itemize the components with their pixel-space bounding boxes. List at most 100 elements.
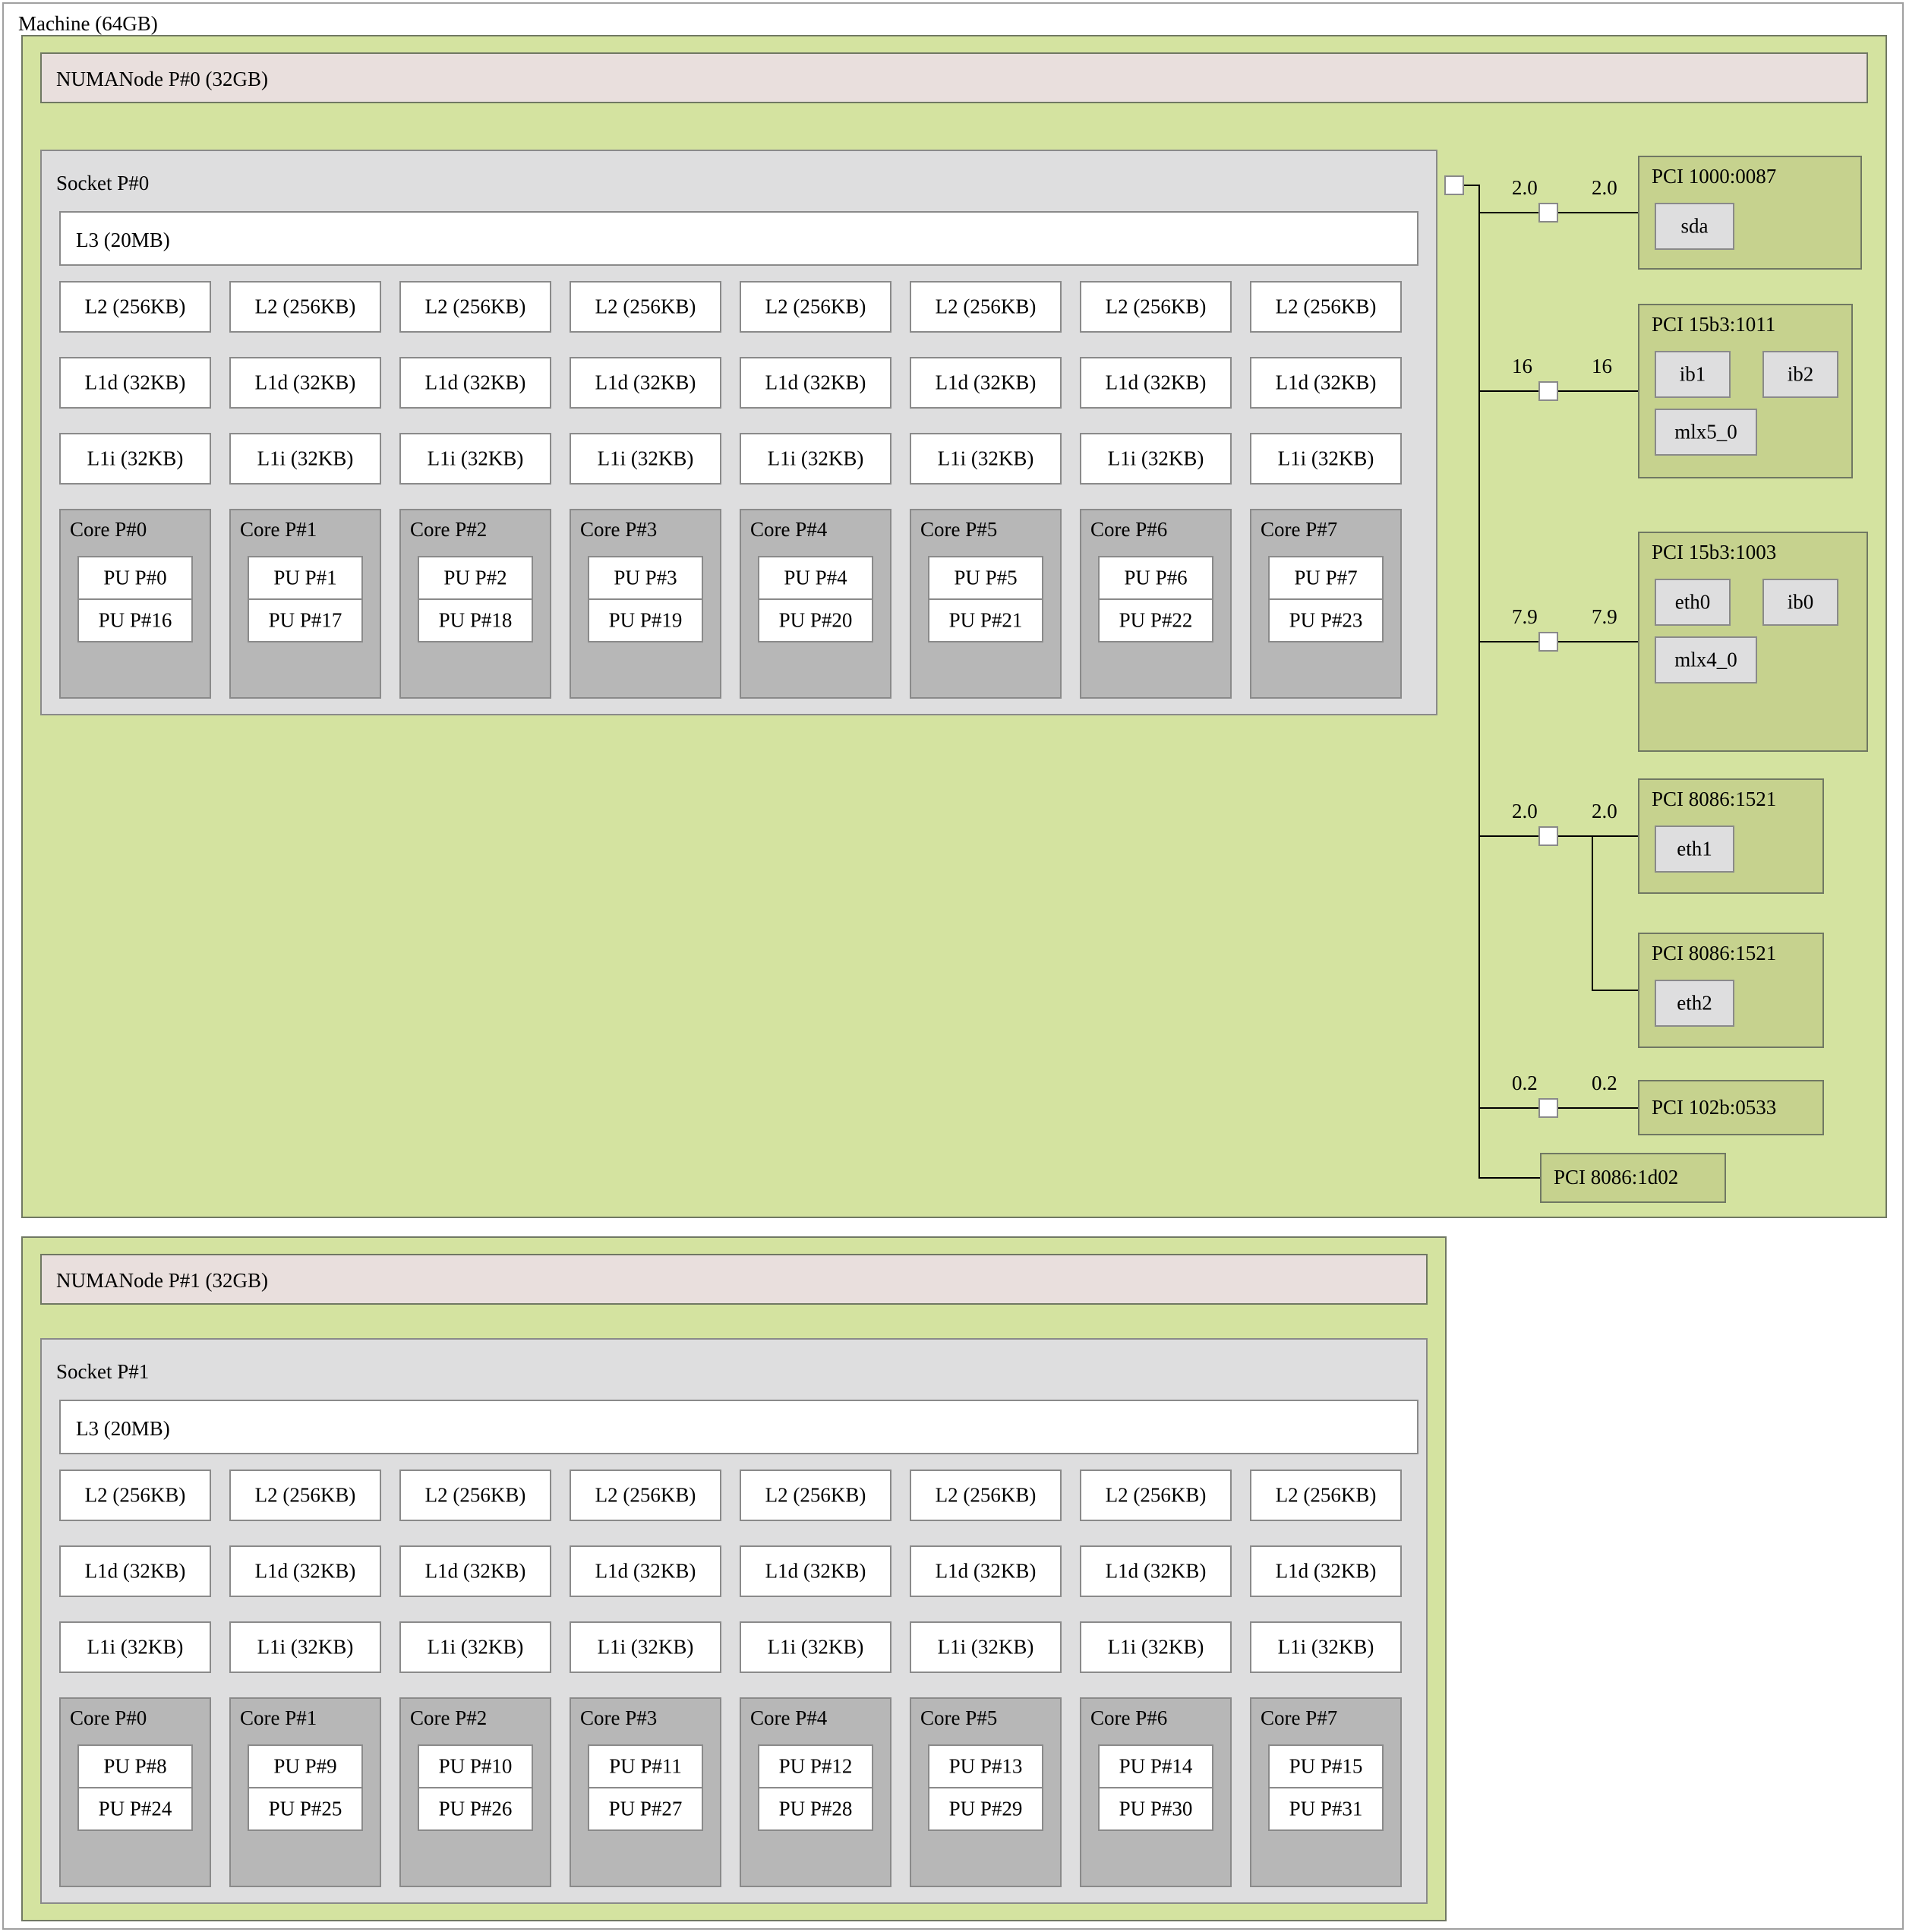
io-link-line: [1592, 835, 1638, 837]
l1d-cache-label: L1d (32KB): [935, 371, 1037, 394]
l2-cache: [59, 1470, 211, 1521]
pu-label: PU P#27: [608, 1797, 683, 1820]
io-link-line: [1558, 1106, 1638, 1109]
l2-cache-label: L2 (256KB): [254, 295, 356, 318]
core-label: Core P#1: [240, 1706, 317, 1729]
l2-cache: [1080, 281, 1232, 333]
pu-label: PU P#1: [273, 566, 337, 589]
l2-cache-label: L2 (256KB): [595, 1483, 696, 1507]
pci-device-label: PCI 102b:0533: [1652, 1095, 1777, 1119]
io-speed-right: 0.2: [1592, 1071, 1617, 1094]
core-label: Core P#0: [70, 1706, 147, 1729]
pu-box: [928, 1787, 1043, 1831]
l1i-cache: [570, 1621, 721, 1673]
os-device-label: ib1: [1679, 362, 1706, 386]
numanode-1: [40, 1254, 1428, 1305]
l1d-cache: [59, 1545, 211, 1597]
l1i-cache: [1080, 1621, 1232, 1673]
l1i-cache: [229, 1621, 381, 1673]
os-device-label: eth0: [1674, 590, 1711, 614]
pci-device-box: [1540, 1153, 1726, 1203]
l1d-cache-label: L1d (32KB): [1275, 1559, 1377, 1583]
io-link-line: [1558, 390, 1638, 392]
l1d-cache: [570, 357, 721, 409]
io-link-line: [1478, 835, 1538, 837]
core-label: Core P#1: [240, 518, 317, 541]
socket-0-label: Socket P#0: [56, 172, 150, 194]
pu-label: PU P#22: [1119, 608, 1193, 632]
l2-cache-label: L2 (256KB): [84, 1483, 186, 1507]
l3-cache-0-label: L3 (20MB): [76, 229, 170, 251]
pu-box: [588, 556, 703, 600]
l2-cache: [229, 281, 381, 333]
core-label: Core P#7: [1261, 518, 1338, 541]
numanode-0-label: NUMANode P#0 (32GB): [56, 68, 268, 90]
pu-box: [77, 598, 193, 642]
l1d-cache: [229, 357, 381, 409]
io-link-line: [1558, 212, 1638, 213]
l1d-cache-label: L1d (32KB): [1275, 371, 1377, 394]
l1i-cache-label: L1i (32KB): [427, 447, 524, 470]
core-label: Core P#3: [580, 1706, 658, 1729]
pu-box: [77, 1744, 193, 1788]
core-label: Core P#5: [920, 1706, 998, 1729]
io-speed-right: 2.0: [1592, 800, 1617, 822]
pu-label: PU P#3: [614, 566, 677, 589]
l1d-cache-label: L1d (32KB): [595, 1559, 696, 1583]
core-label: Core P#6: [1090, 1706, 1168, 1729]
pu-box: [248, 598, 363, 642]
host-bridge-square: [1444, 175, 1464, 195]
l2-cache: [740, 1470, 891, 1521]
os-device-box: [1655, 203, 1734, 250]
pci-bridge-square: [1538, 1097, 1558, 1118]
l2-cache-label: L2 (256KB): [1275, 1483, 1377, 1507]
pu-label: PU P#21: [948, 608, 1023, 632]
pu-label: PU P#14: [1119, 1754, 1193, 1778]
l1d-cache-label: L1d (32KB): [935, 1559, 1037, 1583]
l1i-cache: [570, 433, 721, 485]
l1d-cache: [229, 1545, 381, 1597]
l1i-cache-label: L1i (32KB): [257, 447, 354, 470]
io-speed-left: 2.0: [1512, 176, 1538, 199]
l1d-cache-label: L1d (32KB): [84, 1559, 186, 1583]
pci-bridge-square: [1538, 203, 1558, 223]
l2-cache: [740, 281, 891, 333]
l1i-cache-label: L1i (32KB): [1107, 447, 1204, 470]
pci-device-label: PCI 15b3:1003: [1652, 541, 1777, 564]
l1d-cache: [399, 357, 551, 409]
pu-box: [1268, 598, 1384, 642]
machine-label: Machine (64GB): [18, 12, 158, 35]
pu-label: PU P#15: [1289, 1754, 1363, 1778]
pu-label: PU P#6: [1124, 566, 1188, 589]
pu-box: [588, 598, 703, 642]
l1d-cache: [1080, 1545, 1232, 1597]
l2-cache: [910, 1470, 1062, 1521]
l2-cache-label: L2 (256KB): [254, 1483, 356, 1507]
l1i-cache: [229, 433, 381, 485]
l2-cache-label: L2 (256KB): [1105, 1483, 1207, 1507]
pu-box: [77, 1787, 193, 1831]
l3-cache-1: [59, 1400, 1418, 1454]
l2-cache-label: L2 (256KB): [765, 1483, 866, 1507]
l2-cache-label: L2 (256KB): [935, 1483, 1037, 1507]
core-label: Core P#7: [1261, 1706, 1338, 1729]
io-link-line: [1464, 185, 1480, 186]
l1i-cache-label: L1i (32KB): [1277, 447, 1374, 470]
os-device-label: eth1: [1677, 837, 1712, 860]
l2-cache-label: L2 (256KB): [84, 295, 186, 318]
l1d-cache-label: L1d (32KB): [1105, 371, 1207, 394]
l2-cache-label: L2 (256KB): [424, 1483, 526, 1507]
io-link-line: [1478, 212, 1538, 213]
pci-bridge-square: [1538, 381, 1558, 401]
io-speed-left: 16: [1512, 355, 1532, 377]
l2-cache: [399, 281, 551, 333]
pu-label: PU P#13: [948, 1754, 1023, 1778]
pu-label: PU P#25: [268, 1797, 342, 1820]
os-device-box: [1655, 826, 1734, 873]
pu-box: [248, 1787, 363, 1831]
pu-box: [758, 598, 873, 642]
pu-box: [1098, 598, 1213, 642]
l1d-cache: [740, 1545, 891, 1597]
pu-box: [758, 1787, 873, 1831]
io-link-line: [1558, 835, 1592, 837]
